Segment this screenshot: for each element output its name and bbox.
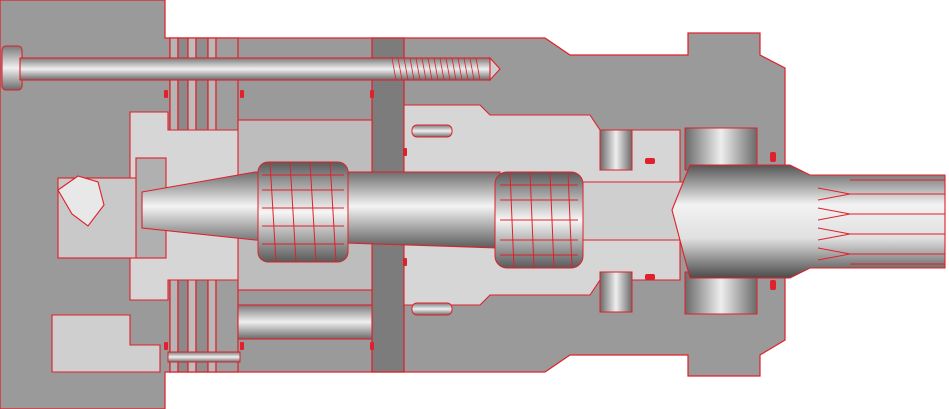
bearings	[411, 124, 758, 316]
roller-lower	[411, 302, 453, 316]
tie-rod	[1, 45, 501, 91]
bearing-upper-right	[684, 127, 758, 171]
spindle-valve	[57, 157, 167, 259]
roller-upper	[411, 124, 453, 138]
rotor-gear-set	[257, 161, 349, 263]
lower-rod	[237, 304, 373, 340]
bearing-lower-right	[684, 271, 758, 315]
bearing-upper-left	[599, 129, 633, 171]
lower-pin	[167, 351, 241, 363]
drive-spline	[494, 171, 584, 269]
tie-rod-thread	[391, 57, 481, 81]
intermediate-shaft	[582, 181, 684, 241]
bearing-lower-left	[599, 271, 633, 313]
output-shaft	[671, 164, 946, 279]
shaft-seals	[164, 90, 776, 350]
shaft-splines	[817, 179, 945, 265]
